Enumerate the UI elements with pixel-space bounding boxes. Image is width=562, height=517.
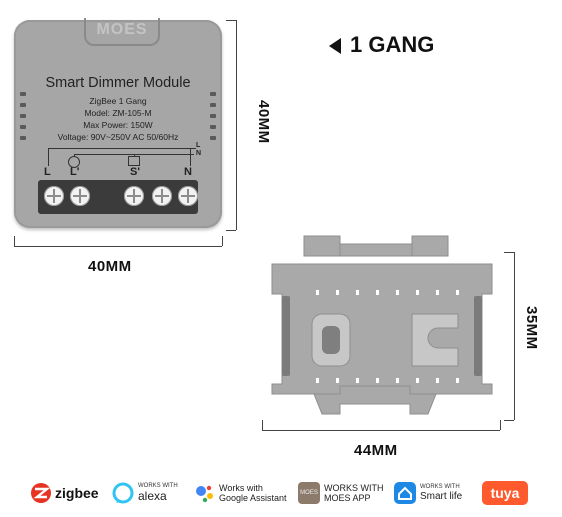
zigbee-text: zigbee <box>55 485 99 501</box>
dim-tick <box>504 420 514 421</box>
spec-line: ZigBee 1 Gang <box>89 96 147 106</box>
tuya-text: tuya <box>482 481 528 505</box>
dim-tick <box>222 236 223 246</box>
tuya-logo: tuya <box>482 478 528 508</box>
terminal-label-l: L <box>44 166 51 178</box>
bracket-height-label: 35MM <box>523 306 540 350</box>
spec-line: Max Power: 150W <box>83 120 153 130</box>
left-vents <box>20 92 26 147</box>
moes-works-with: WORKS WITH <box>324 483 384 493</box>
compatibility-logos: zigbee WORKS WITH alexa Works with Googl… <box>0 478 562 508</box>
right-vents <box>210 92 216 147</box>
google-assistant-text: Google Assistant <box>219 493 287 503</box>
alexa-icon <box>112 482 134 504</box>
dim-tick <box>500 420 501 430</box>
google-assistant-logo: Works with Google Assistant <box>193 478 287 508</box>
wire-line <box>48 148 49 166</box>
terminal-screw <box>178 186 198 206</box>
bracket-width-label: 44MM <box>354 442 398 459</box>
spec-line: Model: ZM-105-M <box>84 108 152 118</box>
terminal-screw <box>70 186 90 206</box>
spec-line: Voltage: 90V~250V AC 50/60Hz <box>57 132 179 142</box>
switch-symbol <box>128 156 140 166</box>
wiring-label-l: L <box>196 142 201 149</box>
terminal-screw <box>44 186 64 206</box>
mounting-bracket <box>271 235 493 415</box>
smart-life-icon <box>394 482 416 504</box>
dim-line-bracket-width <box>262 430 500 431</box>
smart-life-logo: WORKS WITH Smart life <box>394 478 462 508</box>
alexa-text: alexa <box>138 489 167 503</box>
module-width-label: 40MM <box>88 258 132 275</box>
arrow-left-icon <box>329 38 341 54</box>
dim-tick <box>226 20 236 21</box>
dim-line-module-width <box>14 246 222 247</box>
smart-life-works-with: WORKS WITH <box>420 484 460 490</box>
lamp-symbol <box>68 156 80 168</box>
zigbee-icon <box>31 483 51 503</box>
terminal-label-l-prime: L' <box>70 166 80 178</box>
moes-app-icon: MOES <box>298 482 320 504</box>
dim-tick <box>226 230 236 231</box>
dimmer-module: MOES Smart Dimmer Module ZigBee 1 Gang M… <box>14 18 222 228</box>
moes-app-text: MOES APP <box>324 493 371 503</box>
smart-life-text: Smart life <box>420 491 463 502</box>
wire-line <box>190 148 191 166</box>
dim-line-bracket-height <box>514 252 515 420</box>
module-height-label: 40MM <box>255 100 272 144</box>
moes-app-logo: MOES WORKS WITH MOES APP <box>298 478 384 508</box>
module-title: Smart Dimmer Module <box>45 75 191 91</box>
dim-line-module-height <box>236 20 237 230</box>
google-assistant-icon <box>196 485 213 503</box>
wiring-label-n: N <box>196 150 202 157</box>
terminal-screw <box>152 186 172 206</box>
dim-tick <box>504 252 514 253</box>
alexa-works-with: WORKS WITH <box>138 483 178 489</box>
dim-tick <box>262 420 263 430</box>
terminal-screw <box>124 186 144 206</box>
wire-line <box>48 148 196 149</box>
google-works-with: Works with <box>219 483 263 493</box>
zigbee-logo: zigbee <box>30 478 99 508</box>
gang-label: 1 GANG <box>350 32 435 57</box>
alexa-logo: WORKS WITH alexa <box>112 478 178 508</box>
moes-logo: MOES <box>84 18 160 46</box>
dim-tick <box>14 236 15 246</box>
terminal-label-n: N <box>184 166 192 178</box>
terminal-label-s-prime: S' <box>130 166 140 178</box>
